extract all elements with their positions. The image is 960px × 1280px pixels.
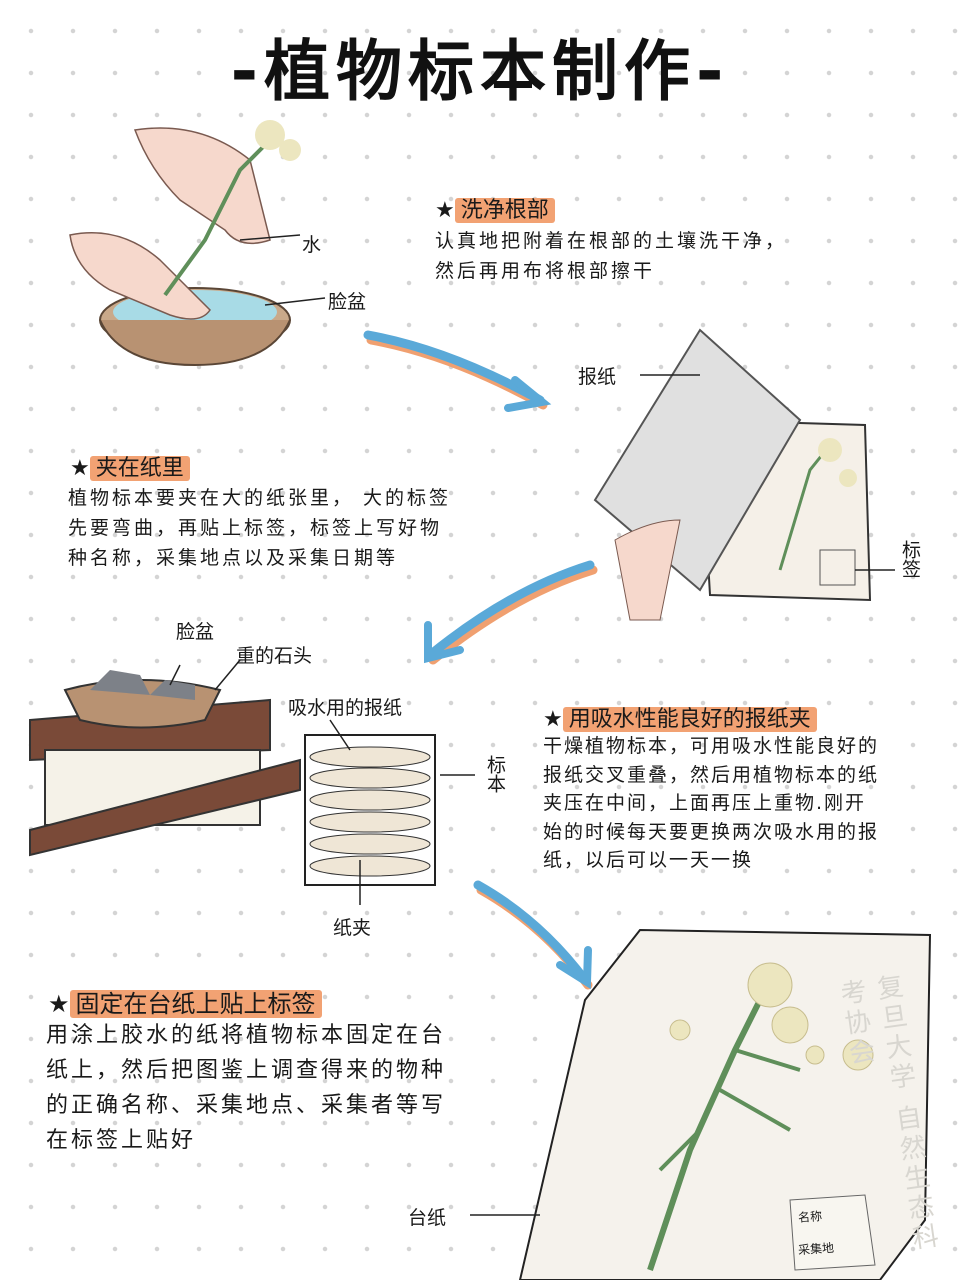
star-icon: ★	[543, 707, 563, 732]
newspaper-illustration	[593, 328, 895, 621]
step-4-heading: ★固定在台纸上贴上标签	[48, 984, 322, 1019]
star-icon: ★	[48, 990, 70, 1018]
card-place-field: 采集地	[797, 1240, 835, 1258]
step-2-heading: ★夹在纸里	[70, 450, 190, 482]
washing-illustration	[69, 120, 326, 367]
label-tag: 标签	[899, 540, 921, 578]
label-absorb-paper: 吸水用的报纸	[288, 697, 403, 719]
step-3-text: 干燥植物标本，可用吸水性能良好的报纸交叉重叠，然后用植物标本的纸夹压在中间，上面…	[543, 735, 880, 871]
press-illustration	[29, 659, 475, 905]
label-water: 水	[302, 234, 322, 256]
mount-sheet-illustration	[470, 928, 932, 1280]
step-3-heading: ★用吸水性能良好的报纸夹	[543, 701, 817, 733]
arrow-3	[473, 880, 593, 990]
step-4-text: 用涂上胶水的纸将植物标本固定在台纸上，然后把图鉴上调查得来的物种的正确名称、采集…	[46, 1023, 447, 1153]
label-basin: 脸盆	[328, 291, 367, 313]
arrow-1	[363, 330, 552, 412]
step-1-text: 认真地把附着在根部的土壤洗干净，然后再用布将根部擦干	[435, 230, 788, 282]
label-specimen: 标本	[484, 755, 506, 793]
card-name-field: 名称	[797, 1209, 823, 1225]
star-icon: ★	[435, 198, 455, 223]
step-1-heading: ★洗净根部	[435, 192, 555, 224]
star-icon: ★	[70, 456, 90, 481]
label-mount: 台纸	[408, 1207, 447, 1229]
label-clip: 纸夹	[333, 917, 372, 939]
page-title: -植物标本制作-	[230, 33, 730, 110]
label-newspaper: 报纸	[578, 366, 617, 388]
arrow-2	[424, 560, 598, 665]
label-basin-2: 脸盆	[176, 621, 215, 643]
step-2-text: 植物标本要夹在大的纸张里， 大的标签先要弯曲，再贴上标签，标签上写好物种名称，采…	[68, 487, 452, 569]
label-stone: 重的石头	[236, 645, 313, 667]
